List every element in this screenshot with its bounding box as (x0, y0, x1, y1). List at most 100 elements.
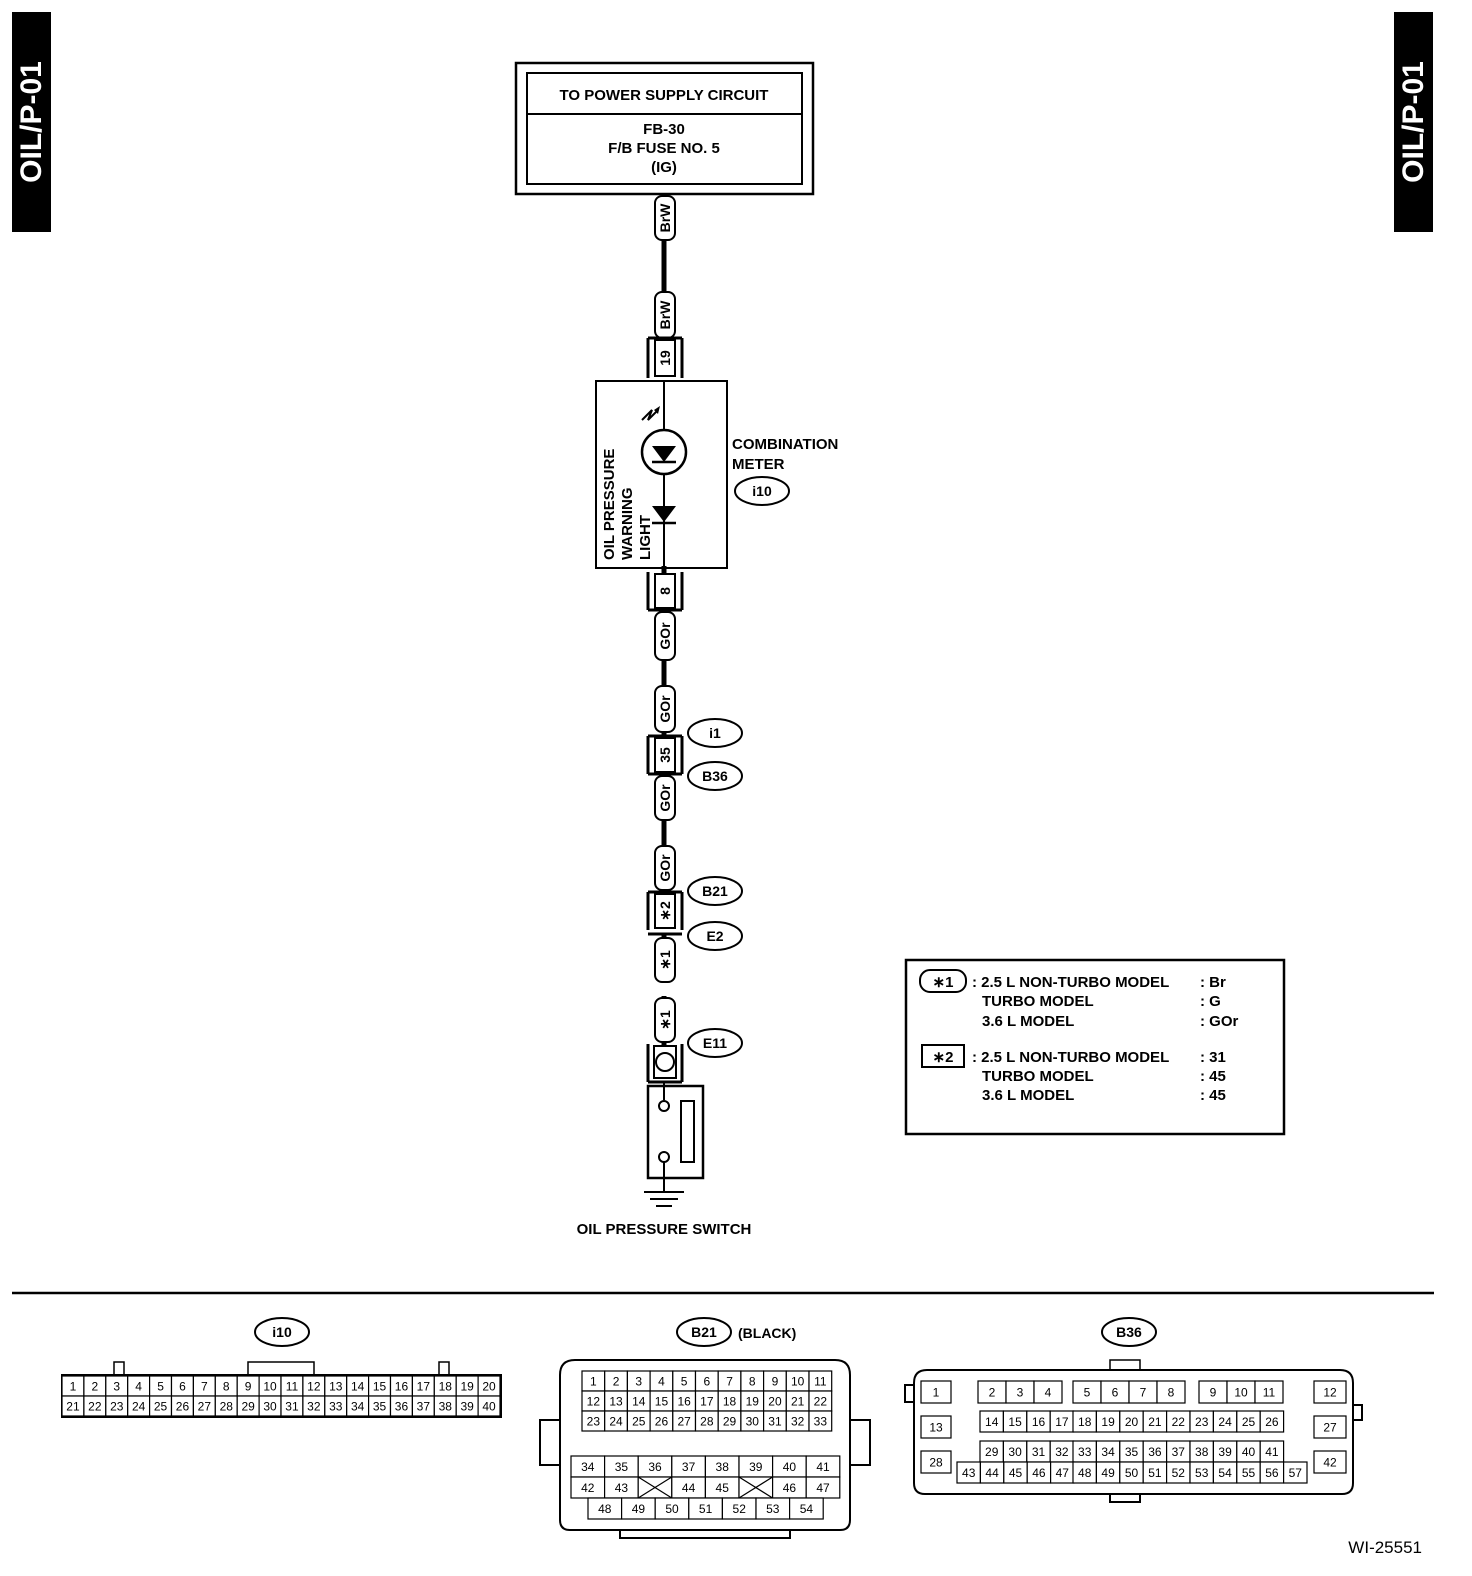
wire-label-star1-1-text: ∗1 (657, 950, 673, 970)
page-tab-right-label: OIL/P-01 (1397, 61, 1430, 183)
pin-number: 14 (351, 1380, 365, 1394)
wire-label-gor-2-text: GOr (657, 695, 673, 723)
pin-number: 43 (615, 1481, 629, 1495)
pin-number: 4 (135, 1380, 142, 1394)
pin-number: 39 (749, 1460, 763, 1474)
pin-number: 6 (704, 1375, 711, 1389)
connector-i10-face-label: i10 (272, 1324, 292, 1340)
legend-star1-key: ∗1 (933, 974, 954, 991)
pin-number: 3 (1017, 1386, 1024, 1400)
pin-number: 18 (439, 1380, 453, 1394)
legend-star1-row1-value: : Br (1200, 974, 1226, 991)
legend-star1-row1-model: : 2.5 L NON-TURBO MODEL (972, 974, 1169, 991)
pin-number: 22 (88, 1400, 102, 1414)
pin-number: 46 (1032, 1466, 1046, 1480)
pin-number: 6 (1112, 1386, 1119, 1400)
pin-number: 45 (1009, 1466, 1023, 1480)
pin-number: 38 (1195, 1445, 1209, 1459)
legend-star2-key: ∗2 (933, 1049, 954, 1066)
pin-number: 17 (1055, 1415, 1069, 1429)
pin-number: 23 (587, 1415, 601, 1429)
pin-number: 48 (1078, 1466, 1092, 1480)
pin-number: 12 (307, 1380, 321, 1394)
wire-label-brw-top: BrW (654, 195, 676, 241)
pin-number: 34 (581, 1460, 595, 1474)
pin-number: 31 (768, 1415, 782, 1429)
pin-number: 53 (1195, 1466, 1209, 1480)
pin-number: 28 (220, 1400, 234, 1414)
oil-pressure-switch-label: OIL PRESSURE SWITCH (577, 1221, 752, 1238)
power-box-line2: F/B FUSE NO. 5 (608, 140, 720, 157)
pin-number: 7 (1140, 1386, 1147, 1400)
pin-number: 38 (439, 1400, 453, 1414)
pin-number: 36 (648, 1460, 662, 1474)
connector-i10-badge: i10 (734, 476, 790, 506)
power-box-line3: (IG) (651, 159, 677, 176)
connector-i1-text: i1 (709, 725, 721, 741)
pin-number: 36 (395, 1400, 409, 1414)
pin-number: 7 (201, 1380, 208, 1394)
pin-number: 27 (198, 1400, 212, 1414)
pin-number: 10 (263, 1380, 277, 1394)
pin-number: 31 (1032, 1445, 1046, 1459)
power-supply-box: TO POWER SUPPLY CIRCUIT FB-30 F/B FUSE N… (514, 61, 815, 196)
pin-number: 50 (1125, 1466, 1139, 1480)
pin-number: 37 (1172, 1445, 1186, 1459)
pin-number: 50 (665, 1502, 679, 1516)
pin-star2: ∗2 (646, 890, 684, 930)
pin-number: 2 (613, 1375, 620, 1389)
pin-star2-text: ∗2 (657, 901, 673, 921)
legend-star2-row3-model: 3.6 L MODEL (982, 1087, 1074, 1104)
pin-number: 24 (1218, 1415, 1232, 1429)
pin-number: 47 (816, 1481, 830, 1495)
pin-number: 13 (329, 1380, 343, 1394)
warning-light-label-1: OIL PRESSURE (601, 449, 618, 560)
legend-box: ∗1 : 2.5 L NON-TURBO MODEL : Br TURBO MO… (904, 958, 1286, 1136)
pin-number: 27 (677, 1415, 691, 1429)
pin-number: 53 (766, 1502, 780, 1516)
pin-number: 1 (590, 1375, 597, 1389)
wire-label-gor-4: GOr (654, 845, 676, 891)
pin-number: 9 (245, 1380, 252, 1394)
pin-number: 48 (598, 1502, 612, 1516)
pin-number: 20 (1125, 1415, 1139, 1429)
connector-e11-badge: E11 (687, 1028, 743, 1058)
legend-star1-row2-value: : G (1200, 993, 1221, 1010)
warning-light-label-3: LIGHT (637, 515, 654, 560)
connector-e2-text: E2 (706, 928, 723, 944)
connector-b21-text: B21 (702, 883, 728, 899)
pin-number: 51 (699, 1502, 713, 1516)
pin-number: 34 (351, 1400, 365, 1414)
pin-number: 26 (176, 1400, 190, 1414)
power-box-line1: FB-30 (643, 121, 685, 138)
pin-number: 52 (733, 1502, 747, 1516)
pin-number: 21 (791, 1395, 805, 1409)
pin-number: 54 (800, 1502, 814, 1516)
pin-number: 41 (816, 1460, 830, 1474)
wire-label-star1-2-text: ∗1 (657, 1010, 673, 1030)
pin-number: 38 (716, 1460, 730, 1474)
wire-label-gor-1: GOr (654, 611, 676, 661)
wire-label-gor-4-text: GOr (657, 854, 673, 882)
pin-number: 17 (700, 1395, 714, 1409)
pin-number: 33 (329, 1400, 343, 1414)
pin-number: 11 (286, 1380, 299, 1394)
figure-id: WI-25551 (1348, 1538, 1422, 1557)
pin-number: 57 (1289, 1466, 1303, 1480)
pin-number: 35 (615, 1460, 629, 1474)
pin-number: 14 (632, 1395, 646, 1409)
pin-number: 47 (1056, 1466, 1070, 1480)
pin-number: 27 (1323, 1421, 1337, 1435)
legend-star1-row2-model: TURBO MODEL (982, 993, 1094, 1010)
page-tab-right: OIL/P-01 (1394, 12, 1433, 232)
pin-number: 23 (1195, 1415, 1209, 1429)
wire-label-gor-2: GOr (654, 685, 676, 733)
warning-light-label-2: WARNING (619, 488, 636, 561)
connector-b36-badge: B36 (687, 761, 743, 791)
pin-number: 19 (1101, 1415, 1115, 1429)
pin-number: 4 (1045, 1386, 1052, 1400)
pin-19: 19 (646, 336, 684, 378)
